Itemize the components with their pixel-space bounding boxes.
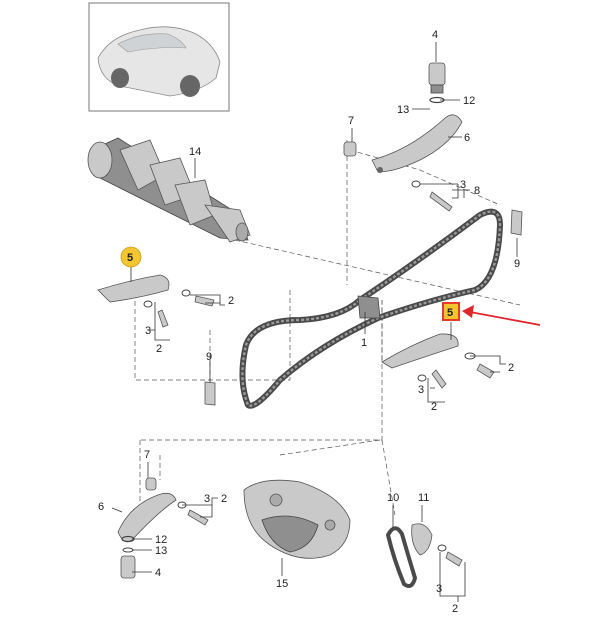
lower-tensioner-rail (117, 477, 209, 579)
callout-3-left: 3 (145, 325, 151, 337)
callout-2-bottom-right: 2 (452, 603, 458, 615)
left-guide-rail (97, 274, 215, 328)
callout-15: 15 (276, 578, 288, 590)
callout-9-right: 9 (514, 258, 520, 270)
highlight-box-right (442, 302, 460, 321)
upper-bolt-part (411, 180, 453, 212)
callout-4-top: 4 (432, 29, 438, 41)
timing-chain-part (239, 208, 503, 409)
callout-10: 10 (387, 492, 399, 504)
highlight-badge-left (120, 246, 142, 268)
callout-12-bottom: 12 (155, 534, 167, 546)
pointer-arrow (462, 305, 541, 326)
callout-1: 1 (361, 337, 367, 349)
tensioner-piston-part (428, 62, 446, 104)
callout-2-left-right: 2 (228, 295, 234, 307)
crankshaft-part (87, 137, 251, 243)
callout-12-top: 12 (463, 95, 475, 107)
callout-11: 11 (418, 492, 429, 504)
callout-13-bottom: 13 (155, 545, 167, 557)
callout-6-bottom: 6 (98, 501, 104, 513)
upper-sleeve-part (343, 141, 357, 157)
callout-3-bottom-left: 3 (204, 493, 210, 505)
callout-5-right: 5 (447, 307, 453, 319)
callout-4-bottom: 4 (155, 567, 161, 579)
callout-8: 8 (474, 185, 480, 197)
callout-labels: 4 12 13 6 7 3 8 9 14 1 5 3 2 2 5 2 3 2 9… (98, 29, 520, 615)
callout-7-bottom: 7 (144, 449, 150, 461)
callout-9-left: 9 (206, 351, 212, 363)
callout-7-top: 7 (348, 115, 354, 127)
callout-13-top: 13 (397, 104, 409, 116)
callout-2-left-bottom: 2 (156, 343, 162, 355)
callout-6-top: 6 (464, 132, 470, 144)
leader-lines (111, 42, 518, 602)
right-guide-rail (381, 333, 495, 389)
callout-3-right: 3 (418, 384, 424, 396)
callout-2-right: 2 (508, 362, 514, 374)
left-guide-pad (204, 381, 216, 406)
callout-2-bottom-left: 2 (221, 493, 227, 505)
oil-pump-guide-part (411, 523, 463, 567)
oil-pump-part (243, 479, 351, 559)
right-guide-pad (510, 209, 523, 236)
callout-14: 14 (189, 146, 201, 158)
callout-2-right-bottom: 2 (431, 401, 437, 413)
oil-pump-chain-part (386, 526, 417, 588)
callout-3-upper-right: 3 (460, 179, 466, 191)
vehicle-thumbnail (88, 2, 230, 112)
upper-tensioner-rail (371, 114, 463, 173)
callout-3-bottom-right: 3 (436, 583, 442, 595)
callout-5-left: 5 (127, 252, 133, 264)
